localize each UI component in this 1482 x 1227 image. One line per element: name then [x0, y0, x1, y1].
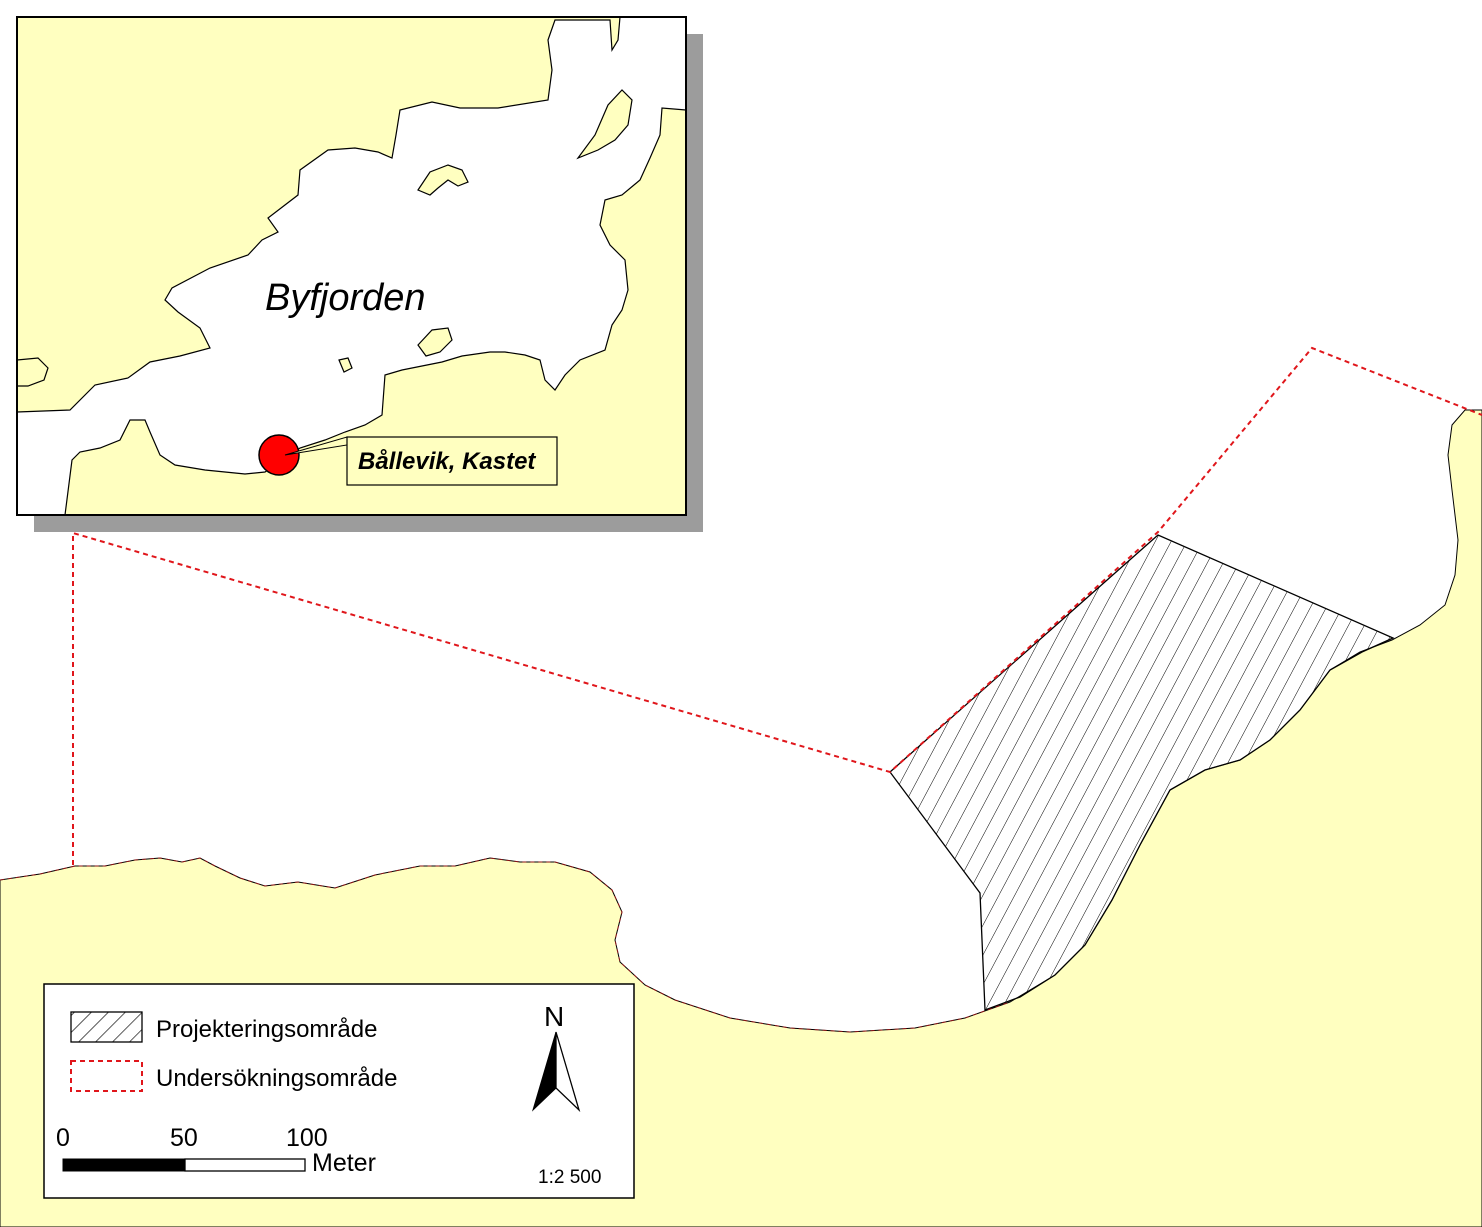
inset-island-west: [17, 357, 49, 387]
legend-label-projektering: Projekteringsområde: [156, 1016, 377, 1043]
undersokningsomrade-shore-trace: [0, 857, 1011, 1033]
inset-border: [16, 16, 687, 516]
north-arrow-label: N: [544, 1001, 564, 1032]
legend-label-undersokning: Undersökningsområde: [156, 1065, 397, 1092]
scale-unit: Meter: [312, 1149, 376, 1177]
legend-symbol-dashed: [70, 1060, 143, 1092]
inset-islet-small: [338, 357, 353, 373]
projekteringsomrade-area: [889, 534, 1395, 1011]
inset-island-north: [417, 164, 469, 196]
scale-tick-100: 100: [286, 1124, 328, 1152]
north-arrow-icon: [531, 1031, 581, 1113]
scale-bar-white: [184, 1158, 306, 1172]
undersokningsomrade-boundary: [72, 346, 1482, 865]
inset-island-east: [417, 327, 453, 357]
site-label: Bållevik, Kastet: [358, 448, 536, 475]
inset-land-ne-peninsula: [576, 89, 633, 160]
inset-title: Byfjorden: [265, 277, 426, 319]
site-marker: [258, 434, 300, 476]
scale-bar-black: [62, 1158, 186, 1172]
scale-ratio: 1:2 500: [538, 1167, 601, 1188]
scale-tick-0: 0: [56, 1124, 70, 1152]
legend-symbol-hatched: [70, 1011, 143, 1043]
site-label-box: [346, 436, 558, 486]
scale-tick-50: 50: [170, 1124, 198, 1152]
